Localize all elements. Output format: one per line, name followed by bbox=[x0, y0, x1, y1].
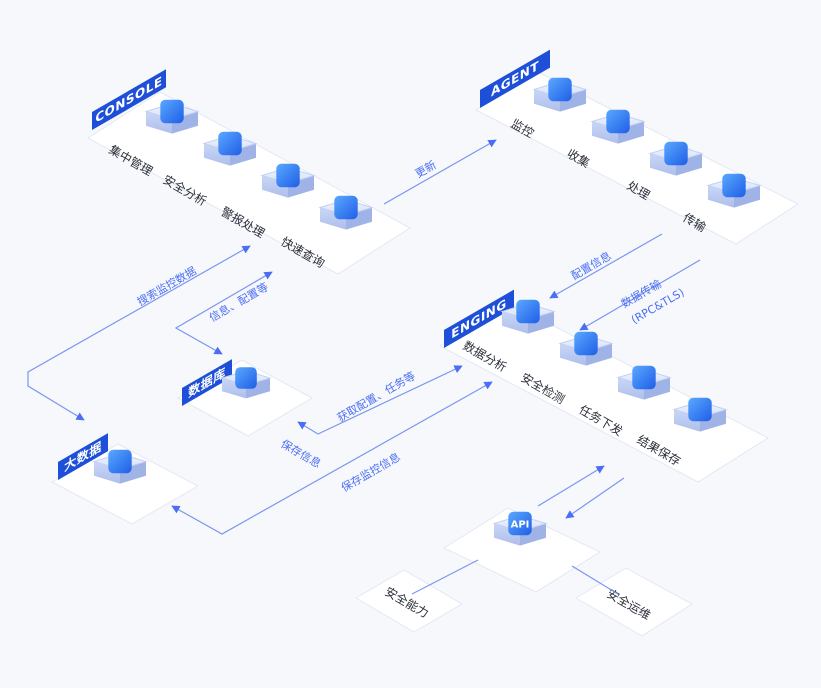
process-icon bbox=[664, 141, 688, 166]
cubes-icon bbox=[108, 449, 132, 474]
api-cube: API bbox=[492, 511, 548, 546]
agent-cube-1 bbox=[532, 77, 588, 112]
console-cube-2 bbox=[202, 131, 258, 166]
save-info-label: 保存信息 bbox=[279, 436, 324, 470]
chart-icon bbox=[218, 131, 242, 156]
update-arrow bbox=[383, 139, 497, 205]
alert-icon bbox=[276, 163, 300, 188]
gear-icon bbox=[160, 99, 184, 124]
api-label: API bbox=[511, 520, 530, 531]
api-capability-line bbox=[411, 559, 479, 595]
api-panel bbox=[442, 507, 602, 593]
bigdata-cube bbox=[92, 449, 148, 484]
api-ops-line bbox=[571, 565, 619, 595]
api-icon bbox=[508, 511, 532, 536]
agent-cube-4 bbox=[706, 173, 762, 208]
engine-cube-1 bbox=[500, 299, 556, 334]
transfer-icon bbox=[722, 173, 746, 198]
engine-cube-3 bbox=[616, 365, 672, 400]
analysis-icon bbox=[516, 299, 540, 324]
search-icon bbox=[334, 195, 358, 220]
info-config-label: 信息、配置等 bbox=[207, 279, 271, 324]
get-config-task-label: 获取配置、任务等 bbox=[335, 368, 418, 424]
agent-cube-3 bbox=[648, 141, 704, 176]
agent-panel bbox=[474, 71, 800, 245]
database-icon bbox=[235, 367, 257, 389]
console-panel bbox=[87, 91, 411, 275]
config-info-arrow bbox=[549, 233, 663, 299]
safety-capability-panel bbox=[355, 569, 463, 633]
monitor-icon bbox=[548, 77, 572, 102]
console-cube-1 bbox=[144, 99, 200, 134]
console-cube-4 bbox=[318, 195, 374, 230]
dispatch-icon bbox=[632, 365, 656, 390]
agent-cube-2 bbox=[590, 109, 646, 144]
console-cube-3 bbox=[260, 163, 316, 198]
save-monitor-info-label: 保存监控信息 bbox=[339, 449, 403, 494]
save-monitor-info-arrow bbox=[171, 381, 493, 535]
search-monitor-arrow bbox=[27, 245, 251, 421]
info-config-arrow bbox=[174, 271, 273, 355]
safety-ops-panel bbox=[575, 567, 693, 637]
api-down-arrow bbox=[565, 477, 625, 519]
engine-cube-2 bbox=[558, 331, 614, 366]
data-transfer-arrow bbox=[579, 259, 701, 331]
save-icon bbox=[688, 397, 712, 422]
api-up-arrow bbox=[537, 465, 605, 507]
collect-icon bbox=[606, 109, 630, 134]
cube-layer: API bbox=[92, 77, 762, 546]
engine-panel bbox=[439, 301, 770, 483]
engine-cube-4 bbox=[672, 397, 728, 432]
update-label: 更新 bbox=[413, 157, 439, 180]
shield-icon bbox=[574, 331, 598, 356]
search-monitor-label: 搜索监控数据 bbox=[135, 263, 199, 308]
